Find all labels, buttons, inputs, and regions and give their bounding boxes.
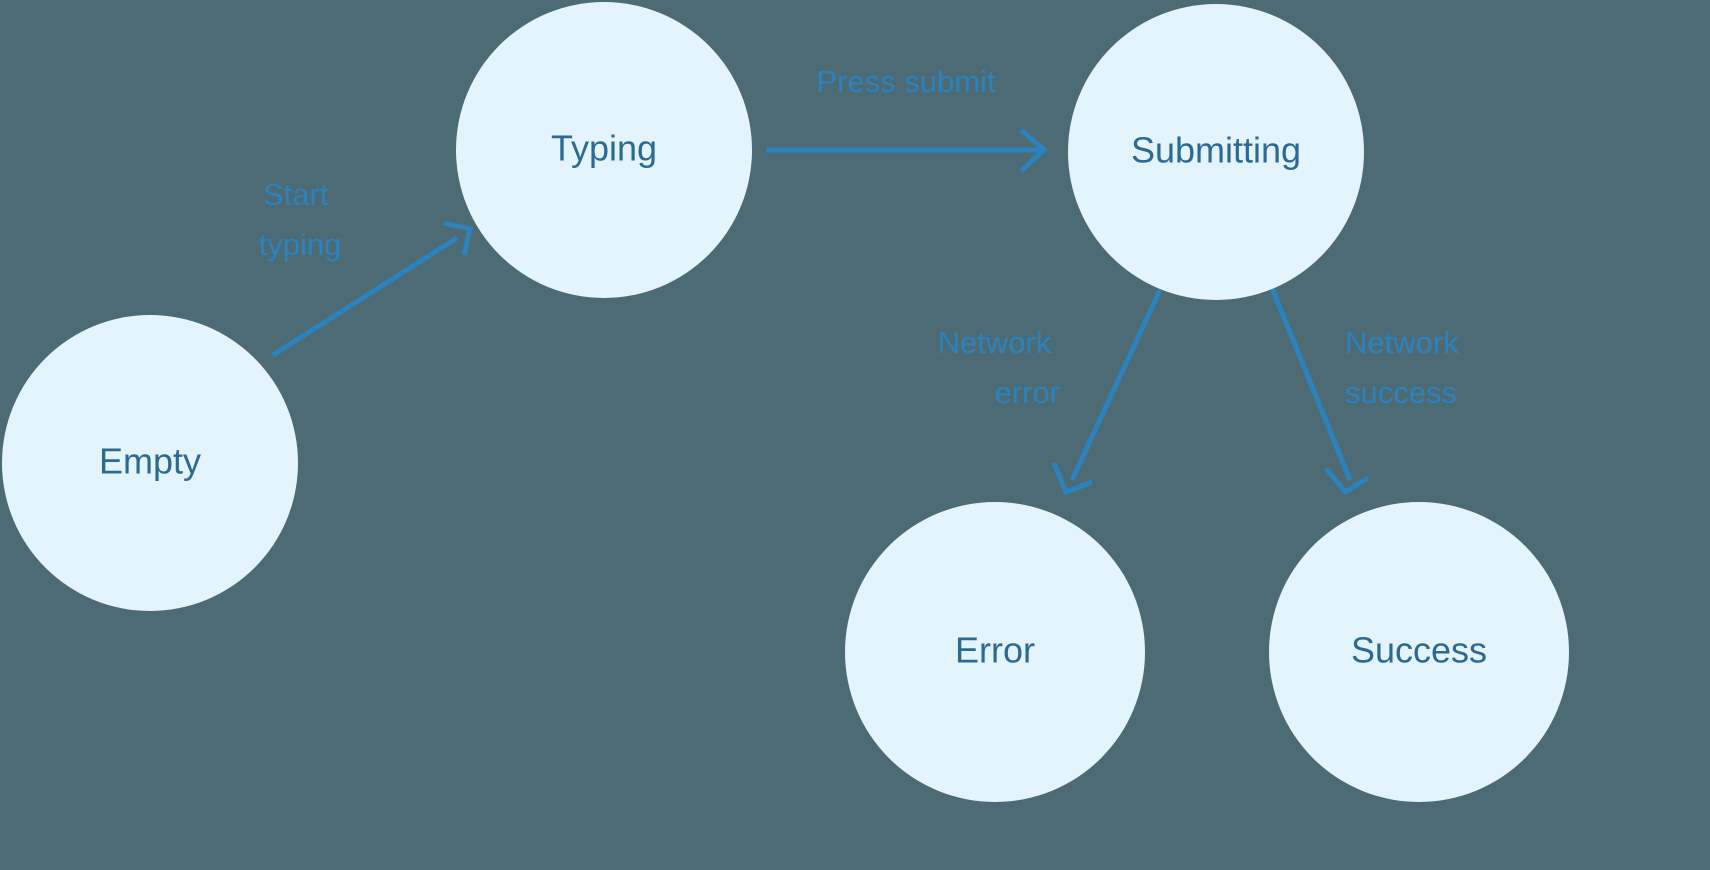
arrowhead-submitting-to-success bbox=[1324, 466, 1370, 496]
node-circle-error bbox=[845, 502, 1145, 802]
edge-line-submitting-to-error bbox=[1069, 288, 1163, 482]
edge-label-submitting-to-success: Network success bbox=[1345, 325, 1467, 410]
node-typing[interactable]: Typing bbox=[456, 2, 752, 298]
edge-label-typing-to-submitting: Press submit bbox=[816, 64, 996, 99]
edge-label-empty-to-typing: Start typing bbox=[259, 177, 342, 262]
node-circle-typing bbox=[456, 2, 752, 298]
node-error[interactable]: Error bbox=[845, 502, 1145, 802]
node-circle-empty bbox=[2, 315, 298, 611]
edge-label-line: Press submit bbox=[816, 64, 996, 99]
edge-line-empty-to-typing bbox=[271, 235, 459, 358]
node-label-success: Success bbox=[1351, 630, 1487, 671]
arrowhead-submitting-to-error bbox=[1051, 462, 1093, 496]
arrowhead-empty-to-typing bbox=[443, 220, 473, 256]
edge-label-line: error bbox=[995, 375, 1060, 410]
edge-submitting-to-error[interactable]: Network error bbox=[938, 288, 1163, 496]
node-label-submitting: Submitting bbox=[1131, 130, 1301, 171]
node-circle-submitting bbox=[1068, 4, 1364, 300]
edge-label-line: Network bbox=[1345, 325, 1459, 360]
edge-typing-to-submitting[interactable]: Press submit bbox=[766, 64, 1048, 173]
arrowhead-typing-to-submitting bbox=[1019, 128, 1048, 173]
node-success[interactable]: Success bbox=[1269, 502, 1569, 802]
node-label-empty: Empty bbox=[99, 441, 201, 482]
edge-submitting-to-success[interactable]: Network success bbox=[1269, 287, 1467, 496]
node-submitting[interactable]: Submitting bbox=[1068, 4, 1364, 300]
edge-empty-to-typing[interactable]: Start typing bbox=[259, 177, 473, 358]
edge-label-line: Network bbox=[938, 325, 1052, 360]
edge-line-submitting-to-success bbox=[1269, 287, 1353, 481]
edge-label-line: typing bbox=[259, 227, 342, 262]
node-label-typing: Typing bbox=[551, 128, 657, 169]
edge-label-line: success bbox=[1345, 375, 1457, 410]
edge-label-line: Start bbox=[263, 177, 329, 212]
node-empty[interactable]: Empty bbox=[2, 315, 298, 611]
node-circle-success bbox=[1269, 502, 1569, 802]
node-label-error: Error bbox=[955, 630, 1035, 671]
edge-label-submitting-to-error: Network error bbox=[938, 325, 1060, 410]
